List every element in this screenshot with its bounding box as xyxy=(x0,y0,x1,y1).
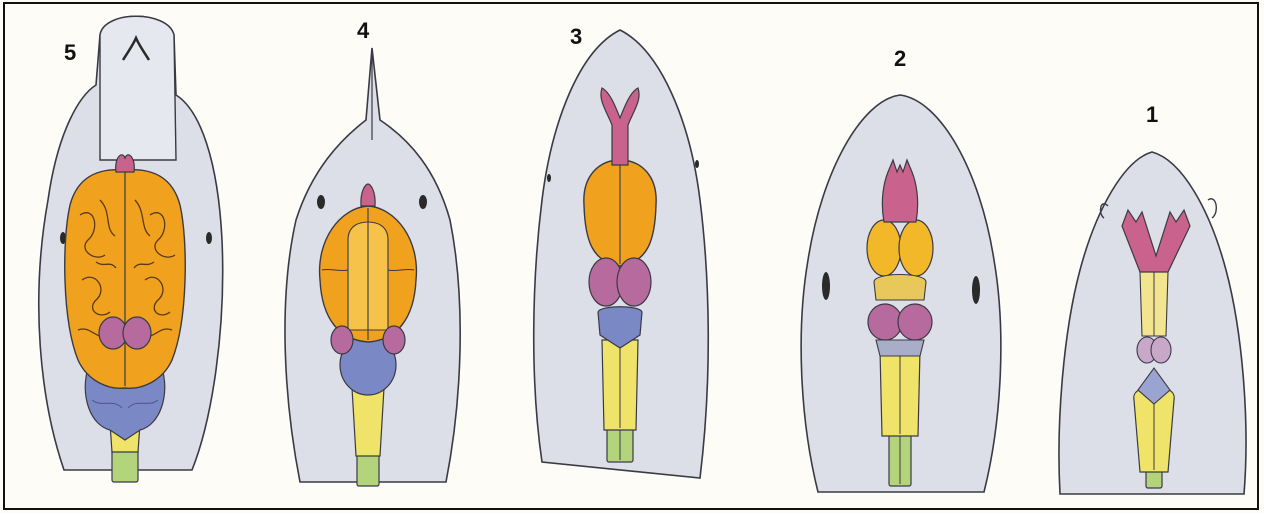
specimen-4-eye-left xyxy=(317,195,325,209)
specimen-4-optic-lobe-left xyxy=(331,326,353,354)
specimen-4-eye-right xyxy=(419,195,427,209)
specimen-5-midbrain-right xyxy=(123,317,151,349)
specimen-4-label: 4 xyxy=(357,20,369,42)
specimen-2-eye-left xyxy=(822,272,830,300)
specimen-1-midbrain-right xyxy=(1151,337,1171,363)
specimen-5-olfactory xyxy=(116,155,135,172)
specimen-1-label: 1 xyxy=(1146,104,1158,126)
specimen-4-medulla xyxy=(352,388,384,456)
specimen-2-diencephalon xyxy=(874,275,926,301)
specimen-5-label: 5 xyxy=(64,42,76,64)
specimen-5-eye-right xyxy=(206,232,212,244)
specimen-2-optic-lobe-left xyxy=(868,304,902,340)
specimen-2-optic-lobe-right xyxy=(898,304,932,340)
specimen-4-optic-lobe-right xyxy=(383,326,405,354)
specimen-2-label: 2 xyxy=(894,48,906,70)
specimen-3-eye-left xyxy=(547,174,551,182)
specimen-2-cerebrum-right xyxy=(899,220,933,276)
specimen-1-spinal-cord xyxy=(1146,470,1162,488)
specimen-3-optic-lobe-right xyxy=(617,258,651,306)
specimen-2-cerebellum xyxy=(876,340,924,356)
specimen-4-spinal-cord xyxy=(357,452,379,486)
specimen-5-spinal-cord xyxy=(112,448,138,482)
specimen-3-label: 3 xyxy=(570,26,582,48)
specimen-2-eye-right xyxy=(972,276,980,304)
specimen-2-cerebrum-left xyxy=(867,220,901,276)
specimen-3-eye-right xyxy=(695,160,699,168)
